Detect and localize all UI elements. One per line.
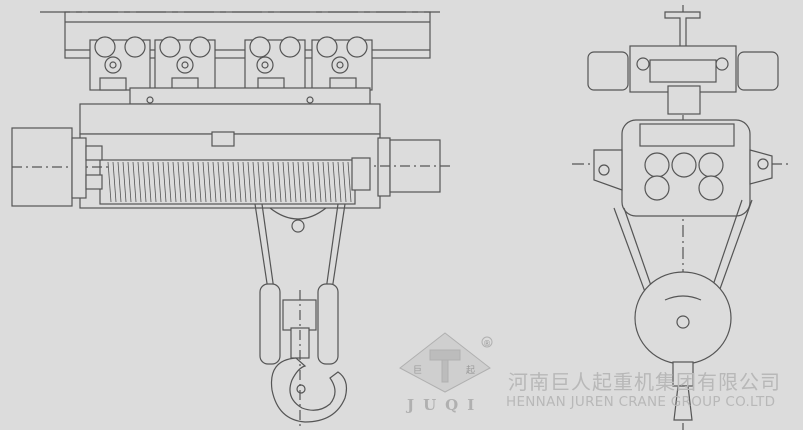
drum-rib [227, 161, 232, 203]
drum-rib [127, 161, 132, 203]
drum-rib [137, 161, 142, 203]
drum-rib [142, 161, 147, 203]
drum-rib [192, 161, 197, 203]
drum-rib [202, 161, 207, 203]
drum-rib [262, 161, 267, 203]
registered-mark: ® [483, 339, 491, 348]
company-name-chinese: 河南巨人起重机集团有限公司 [508, 370, 781, 394]
drum-rib [222, 161, 227, 203]
drum-rib [147, 161, 152, 203]
drum-rib [172, 161, 177, 203]
drum-rib [337, 161, 342, 203]
drum-rib [217, 161, 222, 203]
drum-rib [197, 161, 202, 203]
right-motor [351, 137, 450, 197]
drum-rib [347, 161, 352, 203]
logo-text: JUQI [407, 396, 484, 414]
trolley-wheel-set [89, 36, 373, 91]
drum-rib [317, 161, 322, 203]
drum-rib [242, 161, 247, 203]
rope-drum [99, 159, 356, 205]
drum-rib [177, 161, 182, 203]
drum-rib [277, 161, 282, 203]
company-name-english: HENNAN JUREN CRANE GROUP CO.LTD [506, 394, 776, 410]
drum-rib [112, 161, 117, 203]
drum-rib [332, 161, 337, 203]
drum-rib [162, 161, 167, 203]
drum-rib [327, 161, 332, 203]
drum-rib [272, 161, 277, 203]
drum-rib [297, 161, 302, 203]
drum-rib [122, 161, 127, 203]
drum-rib [302, 161, 307, 203]
drum-rib [167, 161, 172, 203]
drum-rib [107, 161, 112, 203]
drum-rib [157, 161, 162, 203]
drum-rib [212, 161, 217, 203]
drum-rib [182, 161, 187, 203]
drum-rib [232, 161, 237, 203]
drum-rib [307, 161, 312, 203]
drum-rib [237, 161, 242, 203]
front-view [11, 11, 450, 430]
side-view [572, 5, 790, 430]
drum-rib [322, 161, 327, 203]
drum-rib [247, 161, 252, 203]
drum-rib [267, 161, 272, 203]
drum-rib [252, 161, 257, 203]
logo-char-left: 巨 [413, 365, 422, 376]
logo-char-right: 起 [466, 365, 475, 376]
crane-hook [270, 290, 348, 430]
drum-rib [342, 161, 347, 203]
left-motor [11, 127, 110, 207]
drum-rib [132, 161, 137, 203]
drum-rib [187, 161, 192, 203]
company-logo [399, 332, 493, 393]
drum-rib [287, 161, 292, 203]
drum-rib [282, 161, 287, 203]
side-hook-block [613, 199, 753, 421]
drum-rib [292, 161, 297, 203]
drum-rib [152, 161, 157, 203]
drum-rib [117, 161, 122, 203]
drum-rib [257, 161, 262, 203]
side-trolley [587, 45, 779, 115]
drum-rib [312, 161, 317, 203]
side-body [593, 119, 773, 217]
drum-rib [207, 161, 212, 203]
